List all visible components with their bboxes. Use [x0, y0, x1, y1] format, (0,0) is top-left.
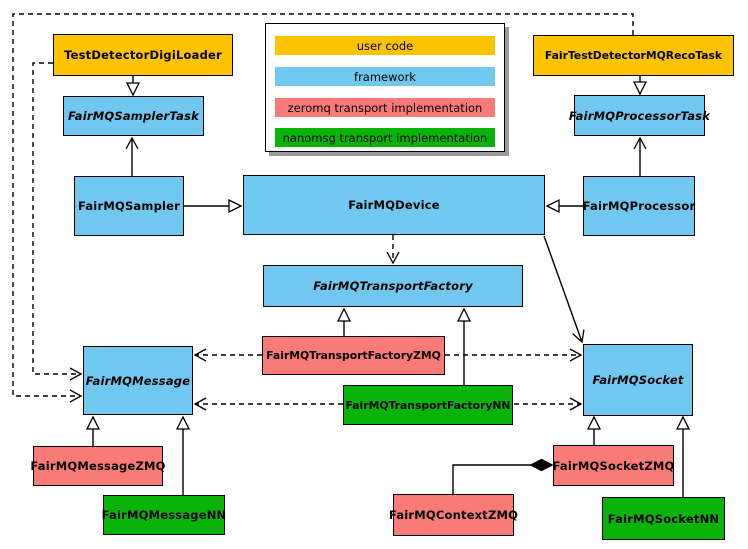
node-fairmq-socket: FairMQSocket	[583, 344, 693, 416]
node-fairmq-transport-factory: FairMQTransportFactory	[263, 265, 523, 307]
node-fairmq-message-zmq: FairMQMessageZMQ	[30, 446, 165, 486]
node-fairmq-message-nn: FairMQMessageNN	[102, 495, 226, 535]
node-fairmq-socket-zmq: FairMQSocketZMQ	[553, 445, 674, 486]
node-fairmq-socket-nn: FairMQSocketNN	[602, 497, 725, 540]
node-fairmq-processor: FairMQProcessor	[583, 176, 695, 236]
node-fairmq-sampler-task: FairMQSamplerTask	[63, 96, 204, 136]
legend-nanomsg-transport: nanomsg transport implementation	[275, 128, 495, 147]
edge-reco-task-depends-message	[12, 13, 634, 403]
legend-zeromq-transport: zeromq transport implementation	[275, 98, 495, 117]
node-fairmq-transport-factory-nn: FairMQTransportFactoryNN	[343, 385, 513, 425]
node-fairmq-transport-factory-zmq: FairMQTransportFactoryZMQ	[262, 336, 445, 375]
node-fairmq-context-zmq: FairMQContextZMQ	[389, 494, 518, 536]
edge-digi-loader-depends-message	[32, 62, 83, 381]
node-fairmq-processor-task: FairMQProcessorTask	[569, 95, 710, 136]
legend: user code framework zeromq transport imp…	[265, 23, 505, 152]
node-test-detector-digi-loader: TestDetectorDigiLoader	[53, 34, 233, 76]
node-fairmq-sampler: FairMQSampler	[74, 176, 184, 236]
legend-user-code: user code	[275, 36, 495, 55]
node-fair-test-detector-mq-reco-task: FairTestDetectorMQRecoTask	[533, 35, 734, 76]
edge-socket-zmq-owns-context-zmq	[452, 465, 552, 494]
edge-device-uses-socket	[543, 235, 585, 344]
node-fairmq-message: FairMQMessage	[83, 346, 193, 415]
legend-framework: framework	[275, 67, 495, 86]
node-fairmq-device: FairMQDevice	[243, 175, 545, 235]
